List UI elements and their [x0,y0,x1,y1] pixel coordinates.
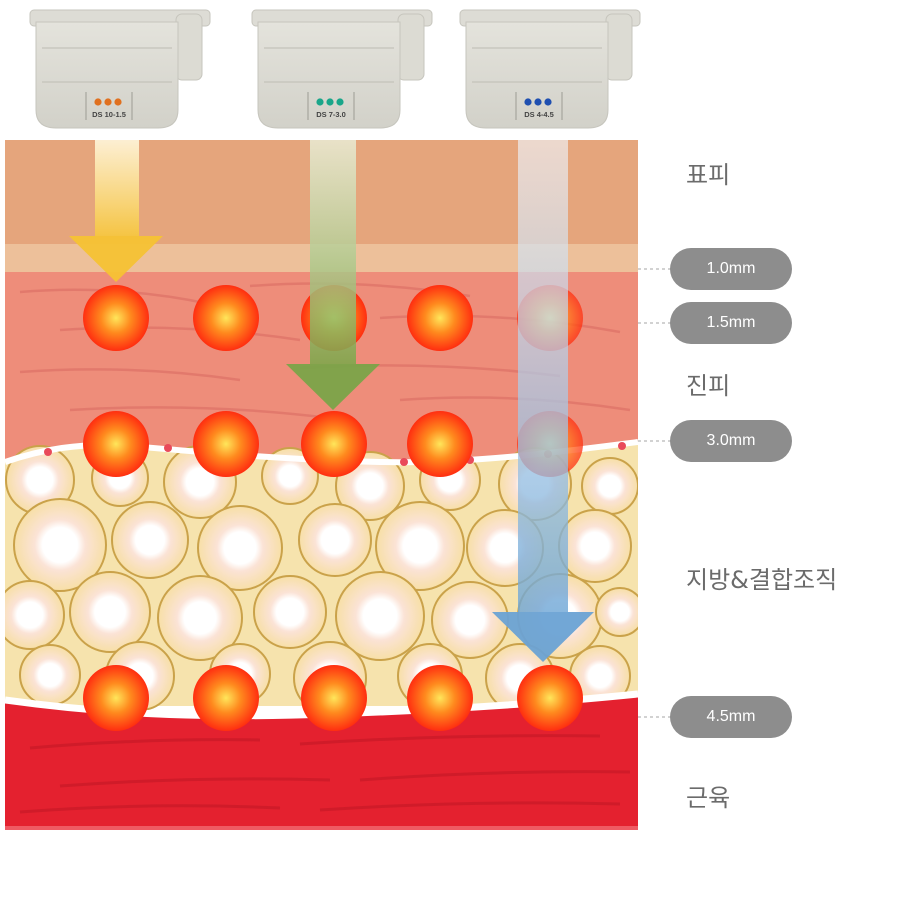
depth-badge-4-5mm: 4.5mm [670,696,792,738]
focal-point [301,665,367,731]
focal-point [83,285,149,351]
muscle-layer [5,694,638,830]
focal-point [193,411,259,477]
focal-point [407,665,473,731]
energy-arrow-green [286,140,380,410]
leader-lines [638,268,672,718]
layer-label-muscle: 근육 [686,784,731,812]
layer-label-fat: 지방&결합조직 [686,566,838,594]
depth-badge-1-0mm: 1.0mm [670,248,792,290]
focal-point [517,665,583,731]
transducer-cartridge: DS 7-3.0 [251,9,433,129]
focal-point [407,285,473,351]
focal-point [407,411,473,477]
focal-point [83,411,149,477]
energy-arrow-blue [492,140,594,662]
layer-label-epidermis: 표피 [686,161,731,189]
focal-point [193,665,259,731]
cartridge-label: DS 7-3.0 [316,110,346,119]
depth-badge-1-5mm: 1.5mm [670,302,792,344]
transducer-cartridge: DS 10-1.5 [29,9,211,129]
muscle-fibers [19,734,631,814]
energy-arrow-yellow [69,140,163,282]
focal-point [83,665,149,731]
cartridge-label: DS 4-4.5 [524,110,554,119]
cartridge-label: DS 10-1.5 [92,110,126,119]
focal-point [301,411,367,477]
depth-badge-3-0mm: 3.0mm [670,420,792,462]
focal-point [193,285,259,351]
transducer-cartridge: DS 4-4.5 [459,9,641,129]
layer-label-dermis: 진피 [686,372,731,400]
